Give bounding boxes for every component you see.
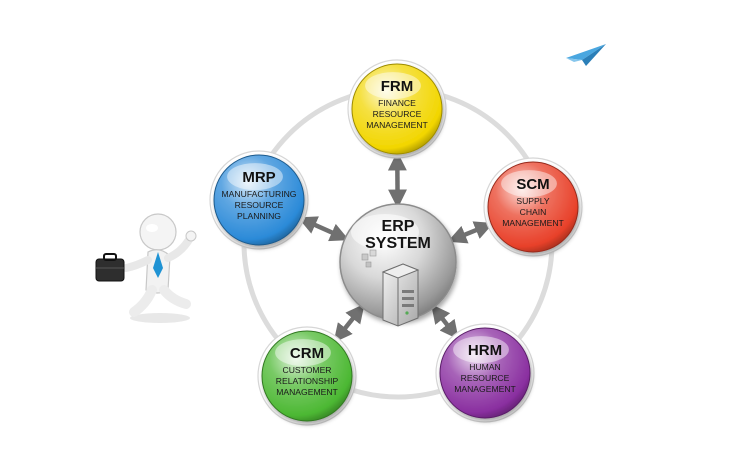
node-scm-line-3: MANAGEMENT [502,218,564,228]
node-mrp-highlight [227,163,283,191]
node-mrp-line-3: PLANNING [237,211,281,221]
node-mrp-line-2: RESOURCE [235,200,284,210]
businessman-running-icon [122,213,197,323]
node-frm-sphere [351,63,443,155]
node-crm-abbr: CRM [290,345,324,362]
node-frm-line-2: RESOURCE [373,109,422,119]
node-crm-line-3: MANAGEMENT [276,387,338,397]
connector-arrows [297,151,494,343]
module-nodes: FRMFINANCERESOURCEMANAGEMENTSCMSUPPLYCHA… [209,59,583,426]
node-frm-highlight [365,72,421,100]
node-mrp-line-1: MANUFACTURING [222,189,297,199]
node-crm-highlight [275,339,331,367]
paper-plane-icon [566,44,606,66]
node-scm-sphere [487,161,579,253]
node-crm-line-1: CUSTOMER [282,365,331,375]
node-scm-highlight [501,170,557,198]
center-title-line-2: SYSTEM [365,235,431,252]
node-scm-abbr: SCM [516,176,549,193]
node-hrm-line-3: MANAGEMENT [454,384,516,394]
node-frm-line-1: FINANCE [378,98,416,108]
node-mrp-sphere [213,154,305,246]
node-scm-line-1: SUPPLY [516,196,550,206]
server-tower-icon [361,249,420,327]
arrow-center-crm [333,303,365,343]
node-crm-line-2: RELATIONSHIP [276,376,339,386]
arrow-center-scm [447,221,494,244]
node-hrm-line-2: RESOURCE [461,373,510,383]
node-hrm-line-1: HUMAN [469,362,501,372]
node-scm-line-2: CHAIN [520,207,547,217]
center-erp-system [339,203,457,321]
node-hrm-sphere [439,327,531,419]
center-title-line-1: ERP [382,218,415,235]
briefcase-icon [95,253,125,282]
node-crm-sphere [261,330,353,422]
node-frm-abbr: FRM [381,78,414,95]
center-highlight [351,214,419,250]
node-hrm-abbr: HRM [468,342,502,359]
node-mrp-abbr: MRP [242,169,275,186]
arrow-center-mrp [297,216,350,242]
node-hrm-highlight [453,336,509,364]
arrow-center-hrm [431,304,459,340]
node-frm-line-3: MANAGEMENT [366,120,428,130]
